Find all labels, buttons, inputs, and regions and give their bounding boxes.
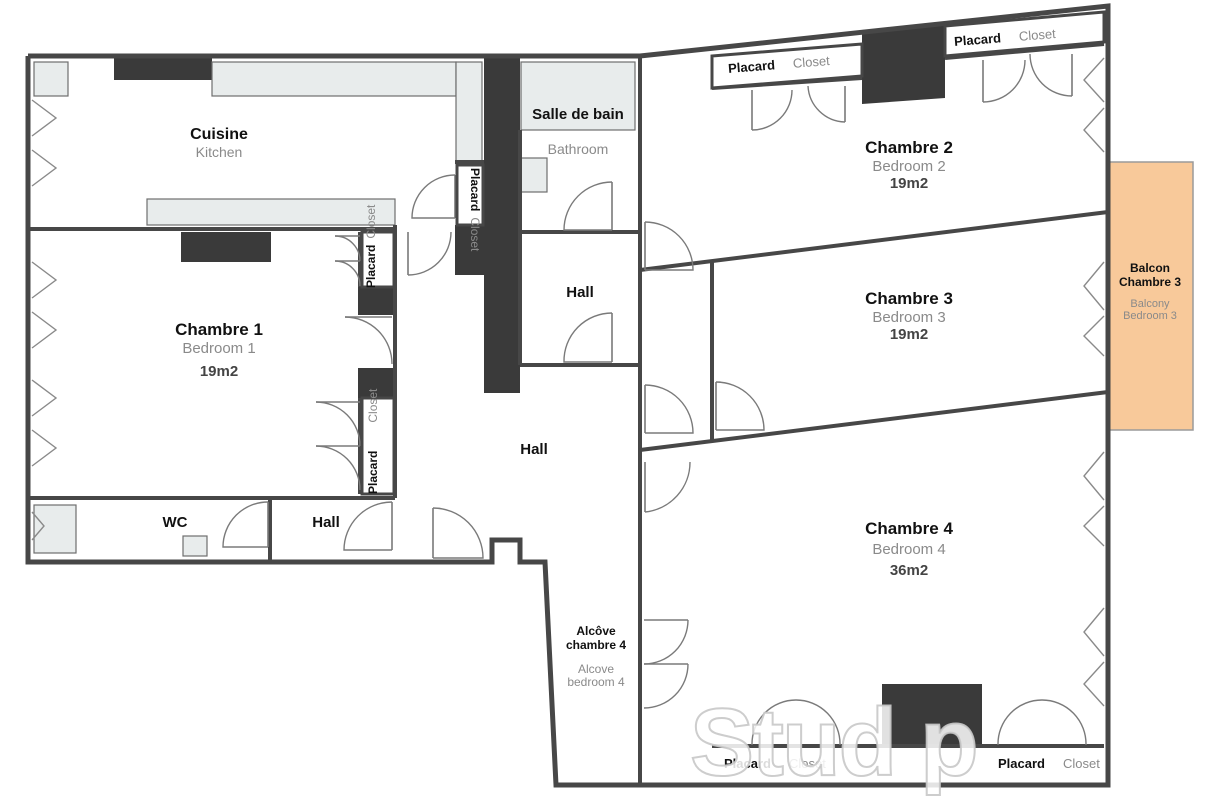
bedroom4-right-closet-label: Placard Closet — [998, 756, 1100, 771]
wc-label: WC — [150, 514, 200, 531]
wc-name: WC — [162, 514, 188, 531]
bedroom2-name-en: Bedroom 2 — [872, 157, 946, 175]
balcony-name-fr-2: Chambre 3 — [1118, 274, 1182, 289]
small-hall-name: Hall — [312, 514, 340, 531]
kitchen-fixtures — [33, 61, 636, 557]
bedroom4-left-closet-label: Placard Closet — [724, 756, 826, 771]
closet-outlines — [360, 10, 1106, 496]
bedroom4-label: Chambre 4 Bedroom 4 36m2 — [848, 519, 970, 579]
bedroom4-name-en: Bedroom 4 — [872, 540, 946, 558]
small-hall-label: Hall — [301, 514, 351, 531]
bedroom2-label: Chambre 2 Bedroom 2 19m2 — [848, 138, 970, 192]
bedroom1-area: 19m2 — [199, 362, 239, 380]
windows — [31, 57, 1105, 707]
bedroom4-left-closet-fr: Placard — [724, 756, 771, 771]
alcove-label: Alcôve chambre 4 Alcove bedroom 4 — [554, 624, 638, 690]
bathroom-name-fr: Salle de bain — [532, 106, 624, 123]
balcony-name-en-2: Bedroom 3 — [1123, 310, 1177, 323]
bedroom1-top-closet-label: Placard Closet — [364, 205, 378, 288]
balcony-name-en-1: Balcony — [1130, 297, 1170, 310]
bedroom4-left-closet-en: Closet — [788, 756, 826, 771]
kitchen-closet-en: Closet — [468, 217, 482, 252]
alcove-name-fr-1: Alcôve — [576, 624, 616, 638]
bedroom3-name-en: Bedroom 3 — [872, 308, 946, 326]
exterior-walls — [25, 3, 1111, 788]
bedroom1-name-en: Bedroom 1 — [182, 339, 256, 357]
bedroom1-top-closet-en: Closet — [364, 204, 378, 239]
bedroom2-right-closet-en: Closet — [1018, 26, 1057, 44]
balcony-area — [1107, 161, 1194, 431]
bedroom1-bottom-closet-label: Placard Closet — [366, 389, 380, 494]
bedroom3-name-fr: Chambre 3 — [865, 289, 953, 308]
kitchen-closet-label: PlacardCloset — [468, 168, 482, 251]
bedroom1-label: Chambre 1 Bedroom 1 19m2 — [160, 320, 278, 380]
bedroom1-name-fr: Chambre 1 — [175, 320, 263, 339]
kitchen-name-fr: Cuisine — [190, 126, 248, 143]
bedroom2-area: 19m2 — [889, 174, 929, 192]
kitchen-closet-fr: Placard — [468, 168, 482, 212]
bedroom4-area: 36m2 — [889, 561, 929, 579]
bedroom4-right-closet-en: Closet — [1062, 756, 1100, 771]
kitchen-label: Cuisine Kitchen — [178, 126, 260, 160]
bedroom3-label: Chambre 3 Bedroom 3 19m2 — [848, 289, 970, 343]
bedroom1-bottom-closet-en: Closet — [366, 388, 380, 423]
kitchen-name-en: Kitchen — [195, 144, 243, 161]
bedroom1-top-closet-fr: Placard — [364, 244, 378, 288]
upper-hall-name: Hall — [566, 284, 594, 301]
bathroom-name-en: Bathroom — [547, 141, 609, 158]
bathroom-label: Salle de bain Bathroom — [524, 106, 632, 157]
alcove-name-en-2: bedroom 4 — [567, 675, 625, 690]
alcove-name-en-1: Alcove — [577, 661, 615, 676]
upper-hall-label: Hall — [555, 284, 605, 301]
bedroom2-name-fr: Chambre 2 — [865, 138, 953, 157]
bedroom4-right-closet-fr: Placard — [998, 756, 1045, 771]
doors — [222, 53, 1087, 746]
main-hall-label: Hall — [509, 441, 559, 458]
balcony-name-fr-1: Balcon — [1129, 261, 1170, 275]
alcove-name-fr-2: chambre 4 — [565, 637, 627, 652]
bedroom4-name-fr: Chambre 4 — [865, 519, 953, 538]
bedroom1-bottom-closet-fr: Placard — [366, 450, 380, 494]
main-hall-name: Hall — [520, 441, 548, 458]
structural-blocks — [114, 24, 982, 744]
balcony-label: Balcon Chambre 3 Balcony Bedroom 3 — [1110, 261, 1190, 323]
bedroom2-left-closet-en: Closet — [792, 53, 831, 71]
watermark-logo: Stud p — [689, 688, 980, 797]
bedroom3-area: 19m2 — [889, 325, 929, 343]
